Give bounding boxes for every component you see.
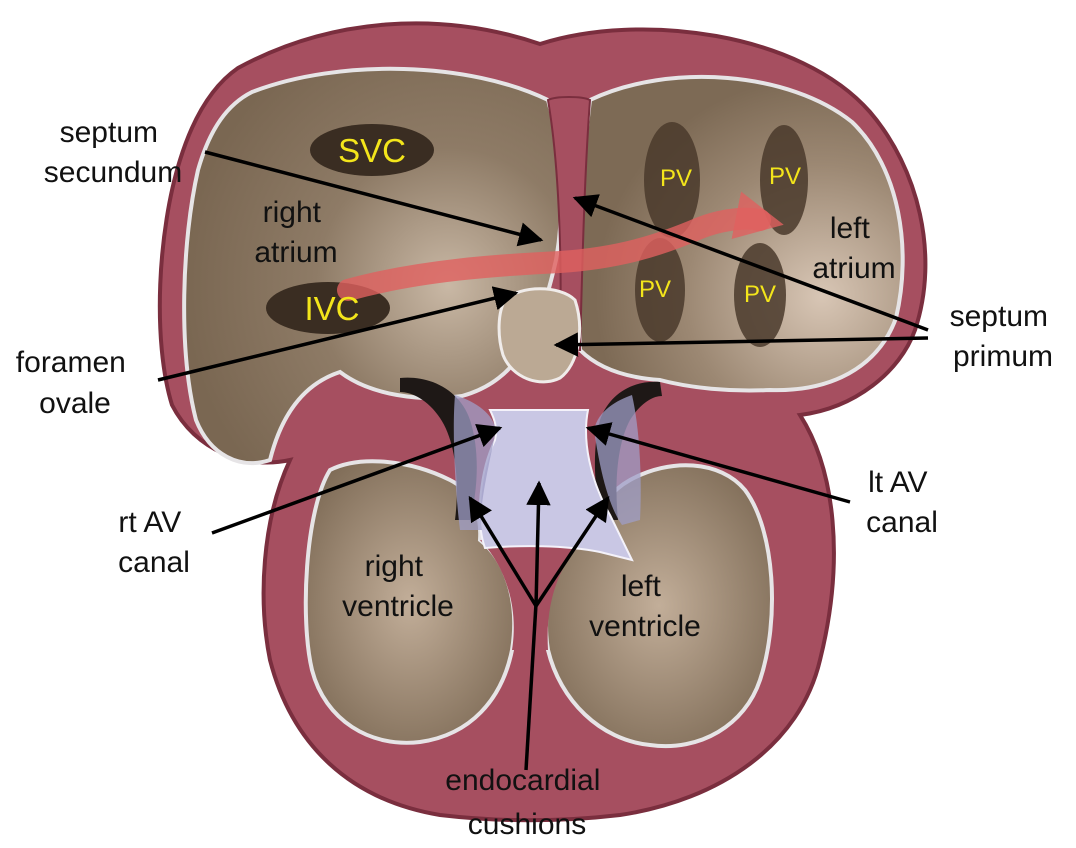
pv-label-upper-left: PV xyxy=(660,165,692,192)
rt-av-canal-label: rt AV canal xyxy=(118,506,190,579)
pointer-cushions-stem xyxy=(524,603,538,771)
right-ventricle-label: right ventricle xyxy=(342,550,454,623)
right-ventricle-cavity xyxy=(303,459,517,745)
endocardial-cushions-label: endocardial cushions xyxy=(445,764,608,841)
pv-opening-lower-right xyxy=(734,243,786,347)
pointer-cushion-right xyxy=(534,495,610,607)
foramen-ovale-region xyxy=(497,287,582,384)
pv-label-lower-left: PV xyxy=(639,276,671,303)
right-atrium-label: right atrium xyxy=(254,196,337,269)
blood-flow-arrow xyxy=(337,191,784,301)
pointer-septum-primum-lower xyxy=(553,332,929,357)
septum-band xyxy=(546,96,592,351)
pv-label-lower-right: PV xyxy=(744,281,776,308)
left-ventricle-label: left ventricle xyxy=(589,570,701,643)
pointer-cushion-middle xyxy=(526,480,551,607)
pv-opening-lower-left xyxy=(635,238,685,342)
pointer-lt-av-canal xyxy=(585,422,851,504)
pointer-rt-av-canal xyxy=(211,424,503,535)
svc-opening xyxy=(310,124,434,176)
foramen-ovale-label: foramen ovale xyxy=(16,346,134,420)
lt-av-canal-label: lt AV canal xyxy=(866,466,938,539)
pointer-septum-primum-upper xyxy=(572,194,929,332)
pv-opening-upper-left xyxy=(644,122,700,238)
septum-secundum-label: septum secundum xyxy=(44,116,182,189)
pointer-cushion-left xyxy=(468,495,538,607)
pointer-foramen-ovale xyxy=(157,286,519,382)
left-atrium-label: left atrium xyxy=(812,212,895,285)
pv-label-upper-right: PV xyxy=(769,163,801,190)
pointer-septum-secundum xyxy=(204,150,544,247)
ivc-label: IVC xyxy=(304,290,359,327)
svc-label: SVC xyxy=(338,132,406,169)
septum-primum-label: septum primum xyxy=(950,300,1057,373)
